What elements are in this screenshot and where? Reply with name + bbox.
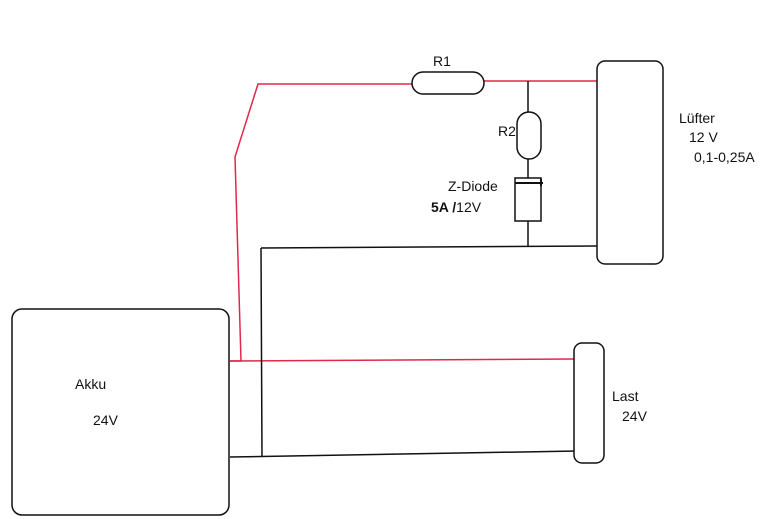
zener-rating-voltage: 12V <box>456 199 482 215</box>
negative-wire-fan <box>260 245 598 249</box>
battery-name: Akku <box>75 376 107 392</box>
load-box <box>573 342 605 464</box>
load-voltage: 24V <box>622 408 647 424</box>
fan-current: 0,1-0,25A <box>694 149 755 165</box>
resistor-r1 <box>411 71 485 95</box>
zener-diode-body <box>514 177 542 222</box>
battery-box <box>11 308 230 516</box>
zener-diode-rating: 5A /12V <box>431 199 481 215</box>
positive-wire-supply <box>230 83 412 362</box>
zener-rating-current: 5A <box>431 199 453 215</box>
zener-diode-name: Z-Diode <box>448 178 498 194</box>
resistor-r2-label: R2 <box>498 123 516 139</box>
fan-box <box>596 60 664 265</box>
fan-voltage: 12 V <box>689 129 718 145</box>
fan-name: Lüfter <box>679 110 715 126</box>
battery-voltage: 24V <box>93 412 118 428</box>
load-name: Last <box>612 388 639 404</box>
negative-wire-load <box>229 450 578 458</box>
resistor-r2 <box>516 111 542 160</box>
resistor-r1-label: R1 <box>433 53 451 69</box>
positive-wire-load <box>229 358 575 362</box>
zener-rating-separator: / <box>452 199 457 215</box>
negative-wire-vertical <box>260 247 263 458</box>
